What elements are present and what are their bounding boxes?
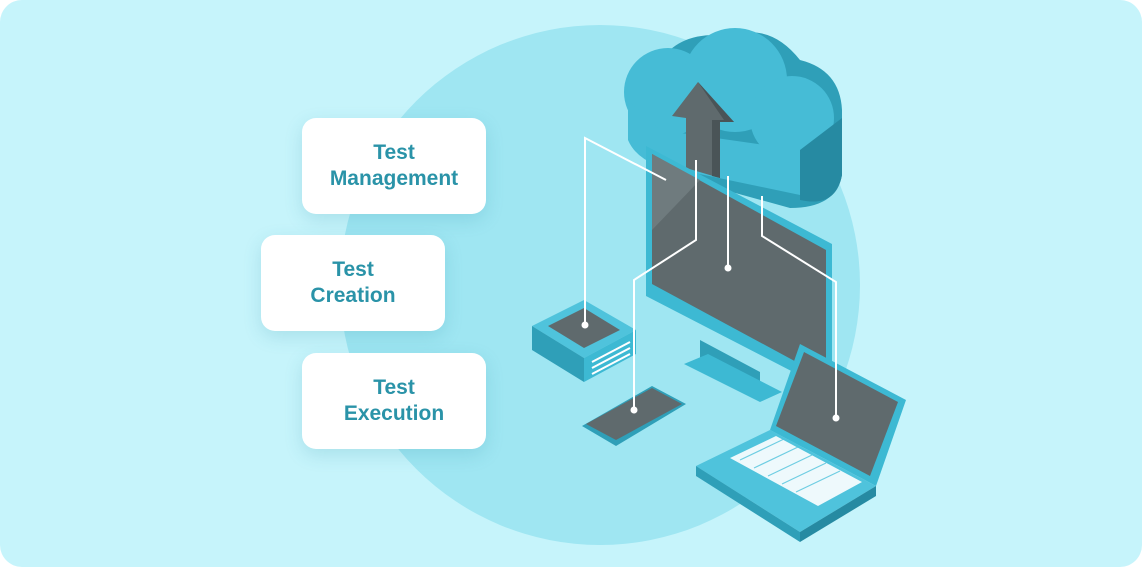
server-icon: [532, 300, 636, 382]
card-label-line1: Test: [373, 376, 415, 399]
card-label-line1: Test: [332, 258, 374, 281]
card-test-execution[interactable]: Test Execution: [302, 353, 486, 449]
card-test-creation[interactable]: Test Creation: [261, 235, 445, 331]
smartphone-icon: [582, 386, 686, 446]
card-label-line1: Test: [373, 141, 415, 164]
card-label-line2: Creation: [310, 284, 396, 307]
card-label-line2: Execution: [343, 402, 445, 425]
connection-lines: [584, 136, 837, 418]
card-label-line2: Management: [329, 167, 459, 190]
card-test-management[interactable]: Test Management: [302, 118, 486, 214]
upload-arrow-icon: [672, 82, 734, 178]
